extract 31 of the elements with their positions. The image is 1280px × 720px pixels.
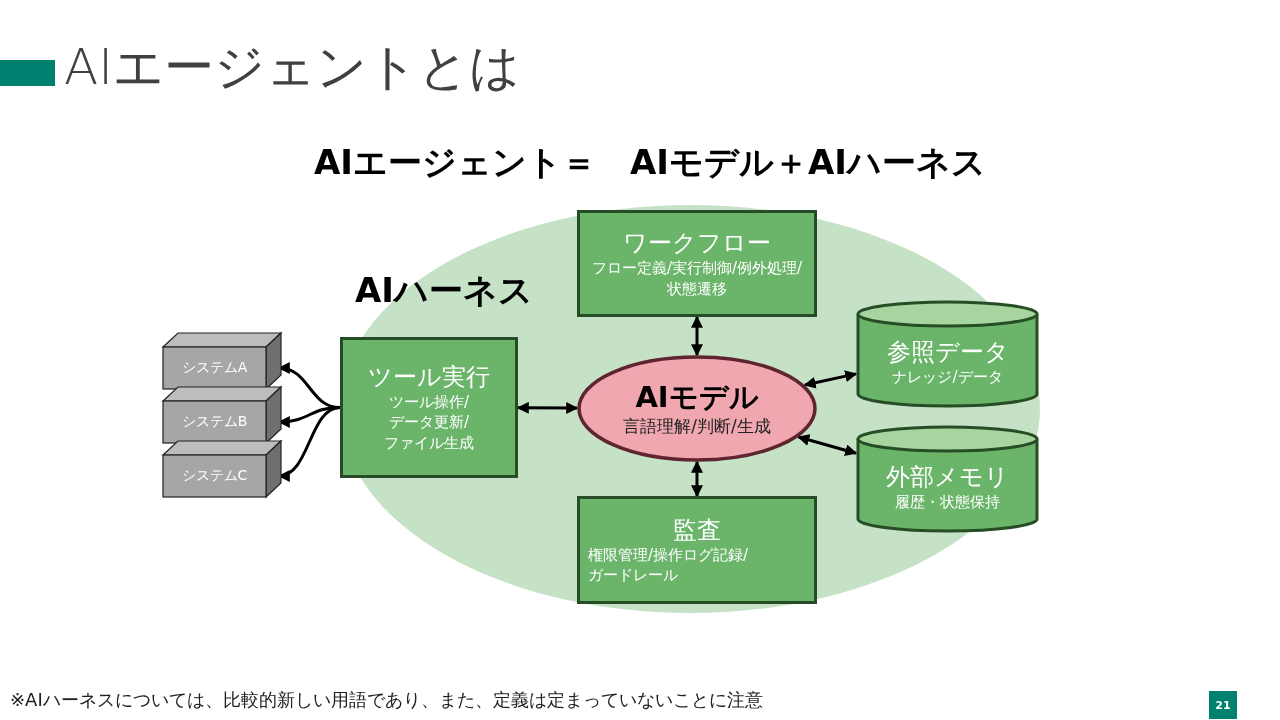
storage-description: ナレッジ/データ bbox=[892, 366, 1003, 388]
box-description: 権限管理/操作ログ記録/ガードレール bbox=[588, 544, 750, 586]
system-label: システムB bbox=[181, 413, 248, 431]
box-title: 監査 bbox=[672, 514, 722, 545]
model-ellipse bbox=[577, 355, 817, 462]
process-box bbox=[577, 210, 817, 317]
system-label: システムC bbox=[181, 467, 248, 485]
model-description: 言語理解/判断/生成 bbox=[623, 415, 771, 439]
system-label: システムA bbox=[181, 359, 248, 377]
storage-description: 履歴・状態保持 bbox=[895, 491, 1000, 513]
storage-title: 参照データ bbox=[886, 336, 1009, 367]
box-description: ツール操作/データ更新/ファイル生成 bbox=[383, 392, 475, 453]
slide-title: AIエージェントとは bbox=[64, 37, 520, 98]
connector-arrow bbox=[691, 315, 703, 357]
box-title: ツール実行 bbox=[368, 362, 490, 393]
box-title: ワークフロー bbox=[623, 228, 771, 259]
harness-label: AIハーネス bbox=[355, 269, 533, 312]
formula-heading: AIエージェント＝ AIモデル＋AIハーネス bbox=[314, 141, 986, 184]
connector-arrow bbox=[797, 434, 858, 457]
model-title: AIモデル bbox=[635, 378, 759, 416]
connector-arrow bbox=[516, 401, 579, 414]
footnote: ※AIハーネスについては、比較的新しい用語であり、また、定義は定まっていないことに注意 bbox=[10, 688, 763, 712]
connector-arrow bbox=[691, 460, 703, 498]
process-box bbox=[577, 496, 817, 604]
box-description: フロー定義/実行制御/例外処理/状態遷移 bbox=[590, 258, 804, 299]
storage-title: 外部メモリ bbox=[886, 461, 1009, 492]
database-cylinder bbox=[856, 425, 1039, 533]
database-cylinder bbox=[856, 300, 1039, 408]
connector-arrow bbox=[803, 370, 858, 389]
page-number: 21 bbox=[1209, 691, 1237, 719]
process-box bbox=[340, 337, 518, 478]
